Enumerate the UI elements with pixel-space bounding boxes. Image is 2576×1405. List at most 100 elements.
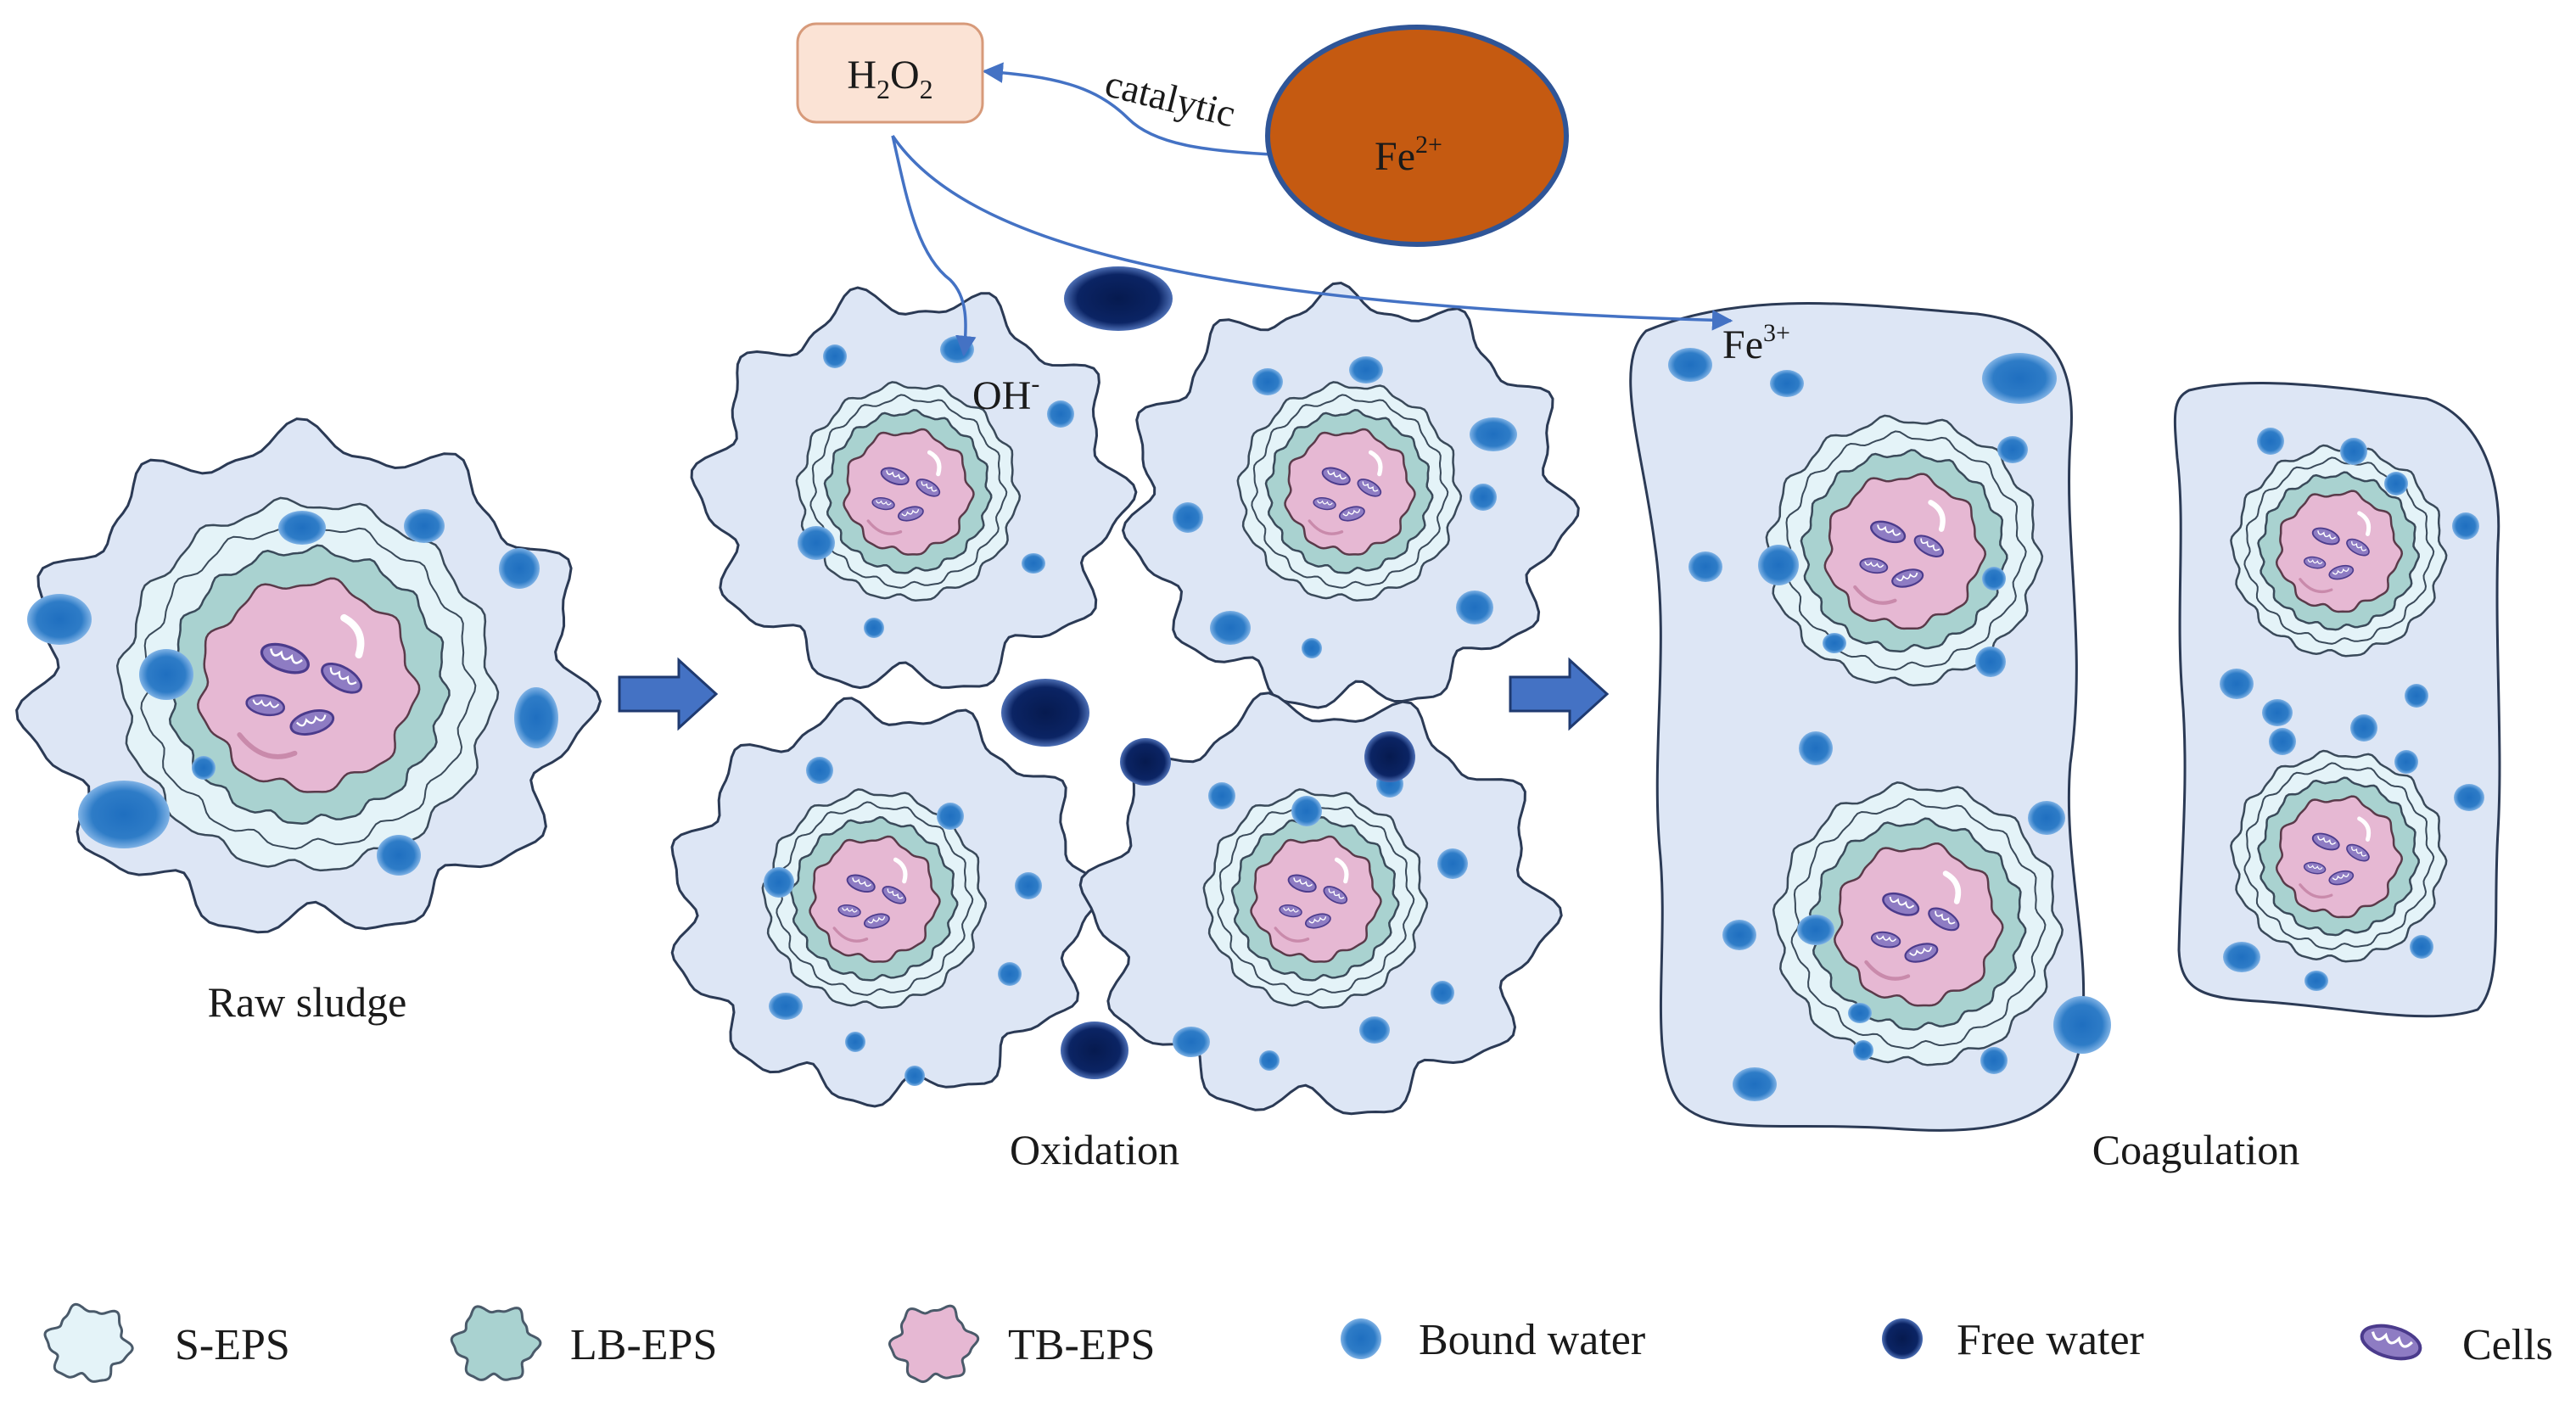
svg-text:Cells: Cells <box>2462 1321 2553 1369</box>
legend-lb-eps: LB-EPS <box>450 1305 717 1381</box>
svg-text:Bound water: Bound water <box>1419 1316 1645 1364</box>
cell-icon <box>897 506 924 522</box>
bound-water-droplet <box>1980 1047 2008 1074</box>
cell-icon <box>1882 892 1920 916</box>
bound-water-droplet <box>2340 438 2367 465</box>
cell-icon <box>1287 874 1317 893</box>
cell-icon <box>1859 557 1889 574</box>
bound-water-droplet <box>1437 848 1468 879</box>
cell-icon <box>1904 943 1939 963</box>
cell-icon <box>2360 1324 2422 1361</box>
tb-eps-core <box>1834 842 2004 1007</box>
cell-icon <box>245 694 286 717</box>
bound-water-droplet <box>514 687 558 748</box>
bound-water-droplet <box>1022 553 1045 574</box>
bound-water-droplet <box>864 618 884 638</box>
bound-water-droplet <box>1470 484 1497 511</box>
bound-water-droplet <box>998 962 1022 986</box>
bound-water-droplet <box>1823 633 1846 653</box>
bound-water-droplet <box>1259 1050 1280 1071</box>
bound-water-droplet <box>1291 796 1322 826</box>
cell-icon <box>1357 479 1382 497</box>
sludge-floc <box>1078 691 1563 1116</box>
bound-water-droplet <box>1853 1040 1873 1061</box>
free-water-droplet <box>1001 679 1089 747</box>
cell-icon <box>2328 870 2355 886</box>
process-arrow <box>618 657 719 731</box>
h2o2-to-oh-arrow <box>891 135 977 357</box>
tb-eps-core <box>1823 473 1987 630</box>
bound-water-droplet <box>845 1032 865 1052</box>
bound-water-droplet <box>2410 935 2433 959</box>
bound-water-droplet <box>78 781 170 848</box>
cell-icon <box>846 874 876 893</box>
bound-water-droplet <box>1770 370 1804 397</box>
bound-water-droplet <box>2223 942 2260 972</box>
cell-icon <box>1928 907 1960 932</box>
bound-water-droplet <box>2405 684 2428 708</box>
tb-eps-core <box>197 577 421 793</box>
cell-icon <box>1891 568 1924 588</box>
legend-free-water: Free water <box>1882 1316 2144 1364</box>
tb-eps-core <box>809 835 941 963</box>
cell-icon <box>916 479 941 497</box>
legend: S-EPS LB-EPS TB-EPS Bound water Free wat… <box>43 1302 2553 1384</box>
catalytic-arrow <box>982 62 1274 156</box>
bound-water-droplet <box>1799 731 1833 765</box>
bound-water-droplet <box>2384 472 2408 495</box>
cell-icon <box>837 904 861 918</box>
bound-water-droplet <box>192 756 216 780</box>
h2o2-formula: H2O2 <box>847 53 932 104</box>
free-water-droplet <box>1120 738 1171 786</box>
bound-water-droplet <box>1470 417 1517 451</box>
bound-water-droplet <box>798 526 835 560</box>
bound-water-droplet <box>1015 872 1042 899</box>
bound-water-droplet <box>2257 428 2284 455</box>
cell-icon <box>871 497 895 511</box>
sludge-floc <box>1722 731 2111 1101</box>
cell-icon <box>2303 556 2327 569</box>
bound-water-droplet <box>1722 920 1756 950</box>
bound-water-droplet <box>1982 353 2057 404</box>
free-water-droplet <box>1064 266 1173 331</box>
bound-water-droplet <box>1997 436 2028 463</box>
free-water-droplet <box>1364 731 1415 782</box>
cell-icon <box>2346 538 2370 557</box>
sludge-floc <box>670 697 1106 1108</box>
bound-water-droplet <box>2454 784 2484 811</box>
svg-text:Free water: Free water <box>1957 1316 2144 1364</box>
bound-water-droplet <box>904 1066 925 1086</box>
cell-icon <box>863 913 890 929</box>
legend-bound-water: Bound water <box>1341 1316 1645 1364</box>
bound-water-droplet <box>1431 981 1454 1005</box>
bound-water-droplet <box>27 594 92 645</box>
bound-water-droplet <box>1349 356 1383 383</box>
bound-water-droplet <box>1210 611 1251 645</box>
sludge-floc <box>15 417 602 934</box>
bound-water-droplet <box>2452 512 2479 540</box>
bound-water-droplet <box>2269 728 2296 755</box>
cell-icon <box>1913 535 1945 557</box>
cell-icon <box>880 467 910 486</box>
bound-water-droplet <box>1758 545 1799 585</box>
legend-s-eps: S-EPS <box>43 1302 290 1383</box>
stage-coagulation: Coagulation <box>2092 1126 2299 1173</box>
cell-icon <box>2346 843 2370 862</box>
bound-water-droplet <box>404 509 445 543</box>
bound-water-droplet <box>2304 971 2328 991</box>
stage-oxidation: Oxidation <box>1010 1126 1179 1173</box>
cell-icon <box>1304 913 1331 929</box>
cell-icon <box>1321 467 1351 486</box>
bound-water-droplet <box>1733 1067 1777 1101</box>
bound-water-droplet <box>769 993 803 1020</box>
bound-water-droplet <box>1688 551 1722 582</box>
bound-water-droplet <box>2028 801 2065 835</box>
sludge-floc <box>1121 281 1580 709</box>
cell-icon <box>1313 497 1336 511</box>
cell-icon <box>2303 861 2327 875</box>
sludge-floc <box>1668 348 2057 687</box>
fe2-label: Fe2+ <box>1375 131 1442 179</box>
legend-tb-eps: TB-EPS <box>888 1304 1155 1384</box>
bound-water-droplet <box>139 649 193 700</box>
